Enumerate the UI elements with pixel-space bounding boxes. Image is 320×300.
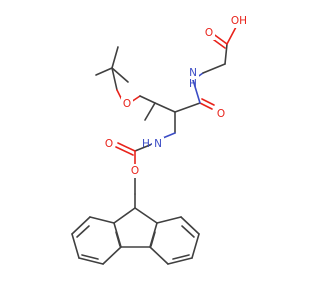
- bond: [224, 43, 228, 65]
- bond: [191, 233, 200, 259]
- structure-diagram: OH O N H O O N H O O: [71, 14, 249, 265]
- bond: [78, 257, 104, 265]
- bond: [144, 102, 156, 121]
- bond: [102, 246, 122, 265]
- bond: [111, 46, 119, 69]
- bond-inner: [181, 225, 195, 238]
- bond: [134, 144, 151, 152]
- atom-label-oh: OH: [231, 15, 247, 27]
- bond: [113, 207, 136, 224]
- label-backdrop: [152, 137, 164, 151]
- label-backdrop: [229, 14, 249, 28]
- bond-oxygen: [201, 98, 215, 106]
- label-backdrop: [203, 26, 215, 40]
- bond-oxygen: [117, 142, 136, 152]
- label-backdrop: [187, 66, 199, 80]
- bond-oxygen: [115, 146, 134, 156]
- bond: [154, 102, 176, 113]
- bond: [71, 216, 91, 235]
- atom-label-h: H: [142, 138, 150, 150]
- bond-inner: [115, 231, 121, 247]
- bond: [167, 257, 193, 265]
- label-backdrop: [215, 107, 227, 121]
- atom-label-o: O: [105, 138, 113, 150]
- bond-oxygen: [199, 102, 213, 110]
- bond: [149, 246, 169, 265]
- bond-inner: [76, 225, 90, 238]
- bond: [202, 63, 226, 74]
- bond: [180, 216, 200, 235]
- label-backdrop: [121, 97, 133, 111]
- atom-label-n: N: [189, 67, 197, 79]
- bond-inner: [150, 231, 156, 247]
- atom-label-n: N: [154, 138, 162, 150]
- bond: [139, 95, 156, 104]
- atom-label-o: O: [131, 165, 139, 177]
- bond: [156, 216, 182, 224]
- atom-label-layer: OH O N H O O N H O O: [103, 14, 249, 178]
- atom-label-h: H: [189, 78, 197, 90]
- bond-inner: [81, 254, 99, 260]
- bond: [174, 102, 201, 113]
- bond: [111, 67, 129, 83]
- bond-inner: [172, 254, 190, 260]
- bond-nitrogen: [192, 79, 201, 104]
- bond: [89, 216, 115, 224]
- label-backdrop: [103, 137, 115, 151]
- bond-oxygen: [226, 26, 237, 45]
- atom-label-o: O: [205, 27, 213, 39]
- label-backdrop: [129, 164, 141, 178]
- bond: [71, 233, 80, 259]
- bond: [111, 67, 118, 91]
- bond: [95, 67, 113, 76]
- atom-label-o: O: [217, 108, 225, 120]
- atom-label-o: O: [123, 98, 131, 110]
- bond: [134, 207, 158, 224]
